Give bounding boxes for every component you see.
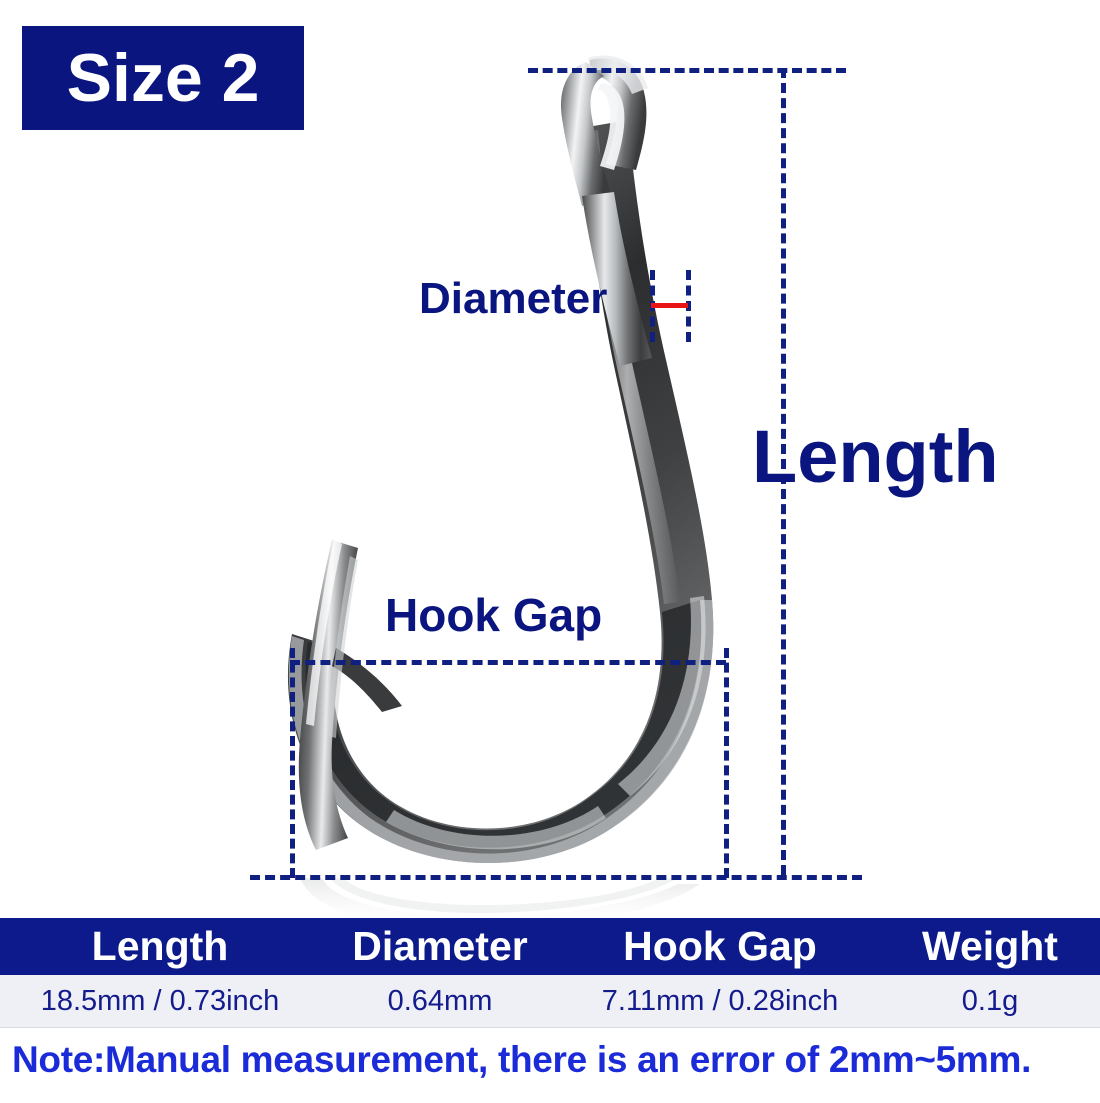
spec-value-hook-gap: 7.11mm / 0.28inch [601,984,839,1017]
hook-gap-measure-line [290,660,726,665]
hook-gap-label: Hook Gap [385,589,603,641]
spec-table: Length Diameter Hook Gap Weight 18.5mm /… [0,918,1100,1028]
hook-gap-right-extension-line [724,648,729,878]
spec-value-diameter: 0.64mm [387,984,493,1017]
diameter-label: Diameter [419,274,608,323]
spec-value-length: 18.5mm / 0.73inch [40,984,280,1017]
spec-value-weight: 0.1g [961,984,1019,1017]
dimension-annotations: Length Diameter Hook Gap [250,68,999,880]
spec-header-length: Length [91,923,229,969]
size-badge-label: Size 2 [66,40,260,116]
spec-header-hook-gap: Hook Gap [623,923,817,969]
hook-gap-left-extension-line [290,648,295,878]
size-badge: Size 2 [22,26,304,130]
spec-table-header-row: Length Diameter Hook Gap Weight [0,918,1100,975]
length-measure-line [781,68,786,875]
length-top-extension-line [528,68,846,73]
length-bottom-extension-line [250,875,862,880]
diameter-measure-marker [651,303,688,308]
spec-header-weight: Weight [922,923,1058,969]
length-label: Length [752,415,999,498]
spec-header-diameter: Diameter [352,923,528,969]
diameter-right-extension-line [686,270,691,342]
measurement-note: Note:Manual measurement, there is an err… [12,1039,1032,1080]
table-row: 18.5mm / 0.73inch 0.64mm 7.11mm / 0.28in… [0,975,1100,1028]
